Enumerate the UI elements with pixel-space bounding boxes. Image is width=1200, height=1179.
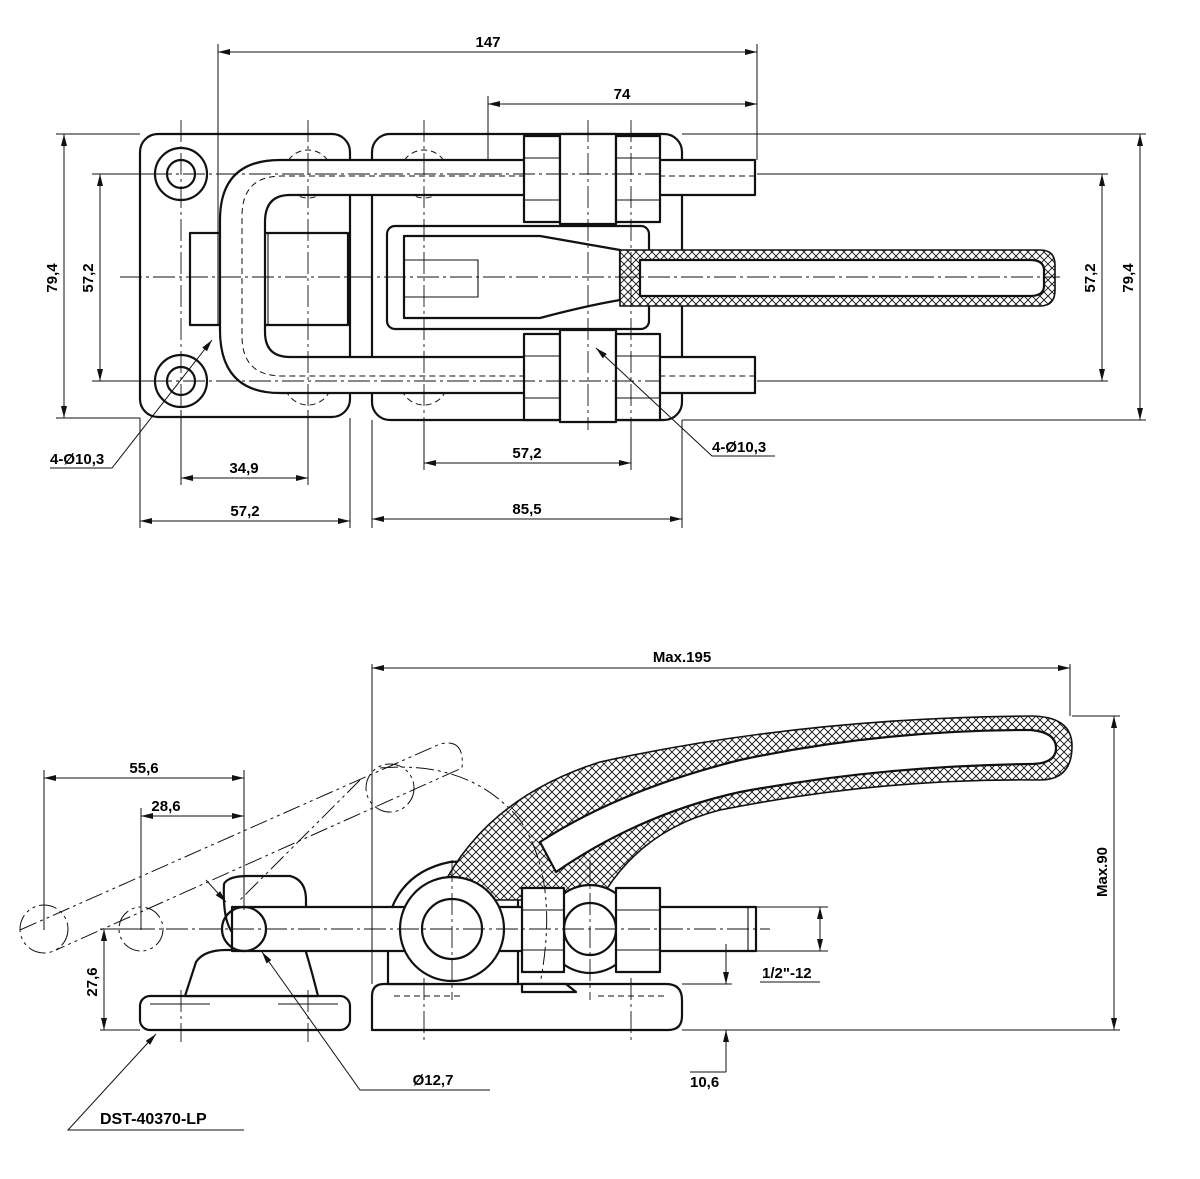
catch-part-number: DST-40370-LP <box>100 1111 207 1128</box>
dim-hole-spacing-left: 34,9 <box>229 460 258 477</box>
dim-base-height: 10,6 <box>690 1074 719 1091</box>
catch-body <box>188 231 350 327</box>
dim-hole-pitch-left: 57,2 <box>80 263 97 292</box>
catch-side-base <box>138 994 352 1032</box>
dim-max-height: Max.90 <box>1094 847 1111 897</box>
dim-max-length: Max.195 <box>653 649 711 666</box>
holes-callout-right: 4-Ø10,3 <box>712 439 766 456</box>
top-nuts <box>522 132 662 424</box>
dim-thread: 1/2"-12 <box>762 965 812 982</box>
dim-travel-total: 55,6 <box>129 760 158 777</box>
dim-travel-catch: 28,6 <box>151 798 180 815</box>
dim-hole-pitch-right: 57,2 <box>1082 263 1099 292</box>
holes-callout-left: 4-Ø10,3 <box>50 451 104 468</box>
dim-catch-height: 27,6 <box>84 967 101 996</box>
dim-base-width-right: 79,4 <box>1120 263 1137 293</box>
dim-overall-length: 147 <box>475 34 500 51</box>
side-view: Max.195 Max.90 55,6 28,6 27,6 1/2"-12 10… <box>19 649 1120 1131</box>
dim-base-length-right: 85,5 <box>512 501 541 518</box>
dim-base-length-left: 57,2 <box>230 503 259 520</box>
catch-base-plate <box>138 132 352 419</box>
dim-bolt-diameter: Ø12,7 <box>413 1072 454 1089</box>
dim-stud-span: 74 <box>614 86 631 103</box>
dim-base-width-left: 79,4 <box>44 263 61 293</box>
dim-hole-spacing-right: 57,2 <box>512 445 541 462</box>
top-view: 147 74 79,4 57,2 79,4 57,2 34,9 57,2 57,… <box>44 34 1146 528</box>
u-bolt-loop <box>218 158 757 395</box>
